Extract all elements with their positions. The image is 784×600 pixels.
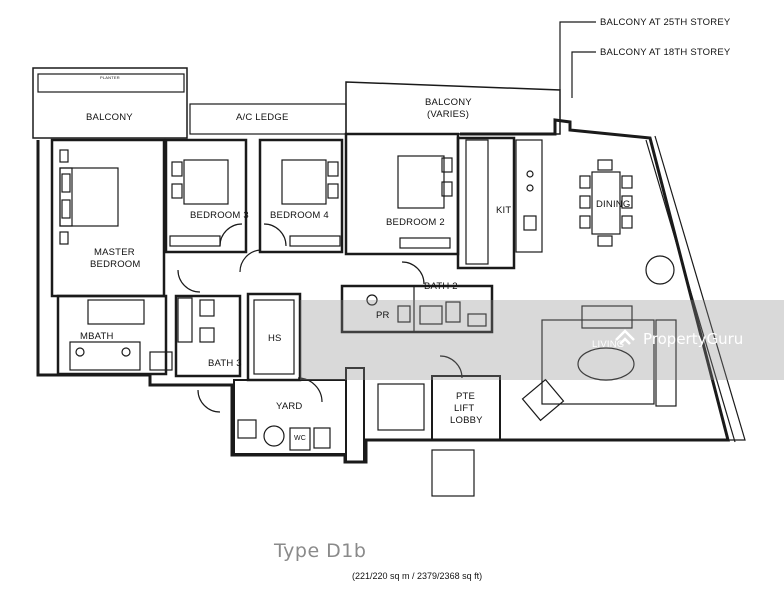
- label-hs: HS: [268, 333, 282, 344]
- planter-label: PLANTER: [100, 75, 120, 80]
- callout-leader-18th: [571, 51, 596, 98]
- bedroom2-walls: [344, 132, 460, 256]
- outer-wall: [36, 118, 730, 464]
- bedroom3-walls: [164, 138, 248, 254]
- bath3-walls: [174, 294, 242, 378]
- label-balcony-varies: BALCONY: [425, 97, 472, 108]
- label-yard: YARD: [276, 401, 303, 412]
- pr-bath-strip: [340, 284, 494, 334]
- watermark-text: PropertyGuru: [643, 330, 744, 348]
- propertyguru-logo-icon: [615, 329, 635, 345]
- label-lobby-pte: PTE: [456, 391, 476, 402]
- balcony-varies-outline: [345, 81, 561, 135]
- label-bedroom4: BEDROOM 4: [270, 210, 329, 221]
- watermark: PropertyGuru: [612, 326, 743, 352]
- lift-lobby-walls: [431, 375, 501, 441]
- living-rug: [541, 319, 655, 405]
- sofa-top: [581, 305, 633, 329]
- label-wc: WC: [294, 435, 307, 442]
- label-mbath: MBATH: [80, 331, 114, 342]
- label-pr: PR: [376, 310, 390, 321]
- plan-type-title: Type D1b: [274, 540, 367, 562]
- armchair: [521, 378, 565, 422]
- label-balcony-left: BALCONY: [86, 112, 133, 123]
- label-ac-ledge: A/C LEDGE: [236, 112, 289, 123]
- round-plant: [645, 255, 675, 285]
- callout-balcony-18th: BALCONY AT 18TH STOREY: [600, 47, 731, 58]
- label-living: LIVING: [592, 339, 625, 350]
- master-bed: [59, 167, 119, 227]
- lift-shaft-upper: [377, 383, 425, 431]
- label-bath3: BATH 3: [208, 358, 242, 369]
- balcony-left-outline: [32, 67, 188, 139]
- coffee-table: [577, 347, 635, 381]
- label-dining: DINING: [596, 199, 631, 210]
- label-lobby: LOBBY: [450, 415, 483, 426]
- callout-leader-25th: [559, 21, 596, 90]
- lift-shaft-lower: [431, 449, 475, 497]
- plan-area: (221/220 sq m / 2379/2368 sq ft): [352, 571, 483, 581]
- label-master-bedroom: BEDROOM: [90, 259, 141, 270]
- bedroom4-walls: [258, 138, 344, 254]
- dining-table: [591, 171, 621, 235]
- inner-outer-wall: [645, 139, 736, 443]
- label-bedroom2: BEDROOM 2: [386, 217, 445, 228]
- mbath-walls: [56, 294, 168, 376]
- label-bedroom3: BEDROOM 3: [190, 210, 249, 221]
- label-master: MASTER: [94, 247, 135, 258]
- callout-balcony-25th: BALCONY AT 25TH STOREY: [600, 17, 731, 28]
- sofa-right: [655, 319, 677, 407]
- planter-outline: [37, 73, 185, 93]
- kitchen-walls: [456, 136, 516, 270]
- label-balcony-varies-sub: (VARIES): [427, 109, 470, 120]
- watermark-band: [300, 300, 784, 380]
- label-bath2: BATH 2: [424, 281, 458, 292]
- kitchen-counter: [515, 139, 543, 253]
- label-lobby-lift: LIFT: [454, 403, 475, 414]
- label-kit: KIT: [496, 205, 512, 216]
